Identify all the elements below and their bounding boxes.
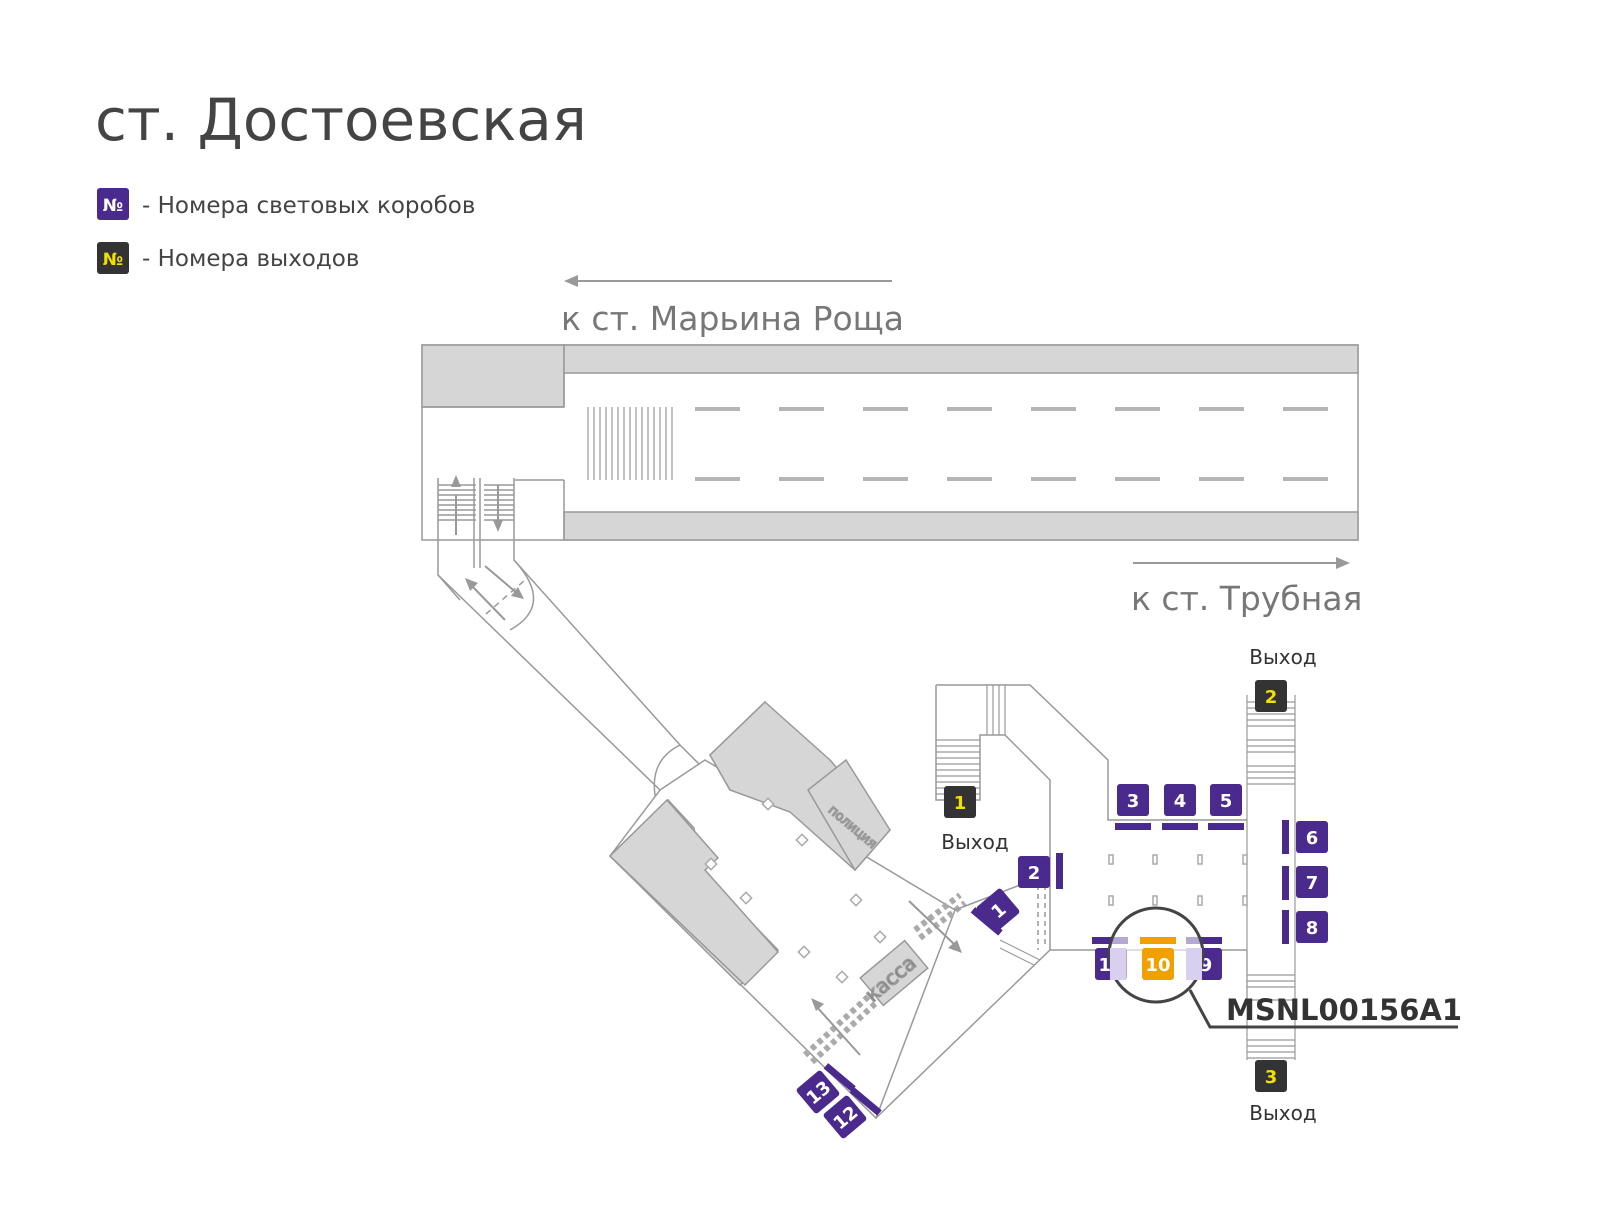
highlight-marker: 10 MSNL00156A1	[1107, 906, 1462, 1029]
svg-text:4: 4	[1174, 791, 1187, 812]
lightbox-1: 1	[976, 888, 1020, 932]
exit-badges: 1 Выход Выход 2 3 Выход	[941, 645, 1316, 1125]
platform-edge-dashes	[695, 407, 1328, 481]
svg-text:10: 10	[1145, 955, 1170, 976]
svg-text:1: 1	[954, 793, 967, 814]
svg-text:8: 8	[1306, 918, 1319, 939]
exit-2-label: Выход	[1249, 645, 1316, 669]
exit-3: 3 Выход	[1249, 1060, 1317, 1125]
exit-1: 1 Выход	[941, 786, 1009, 854]
lightbox-13: 13	[796, 1070, 840, 1114]
legend-lightbox-label: - Номера световых коробов	[142, 193, 475, 219]
highlight-bar	[1140, 937, 1176, 944]
svg-text:5: 5	[1220, 791, 1233, 812]
legend: № - Номера световых коробов № - Номера в…	[97, 188, 475, 274]
lightbox-6: 6	[1296, 821, 1328, 853]
legend-lightbox-swatch	[97, 188, 129, 220]
lightbox-12: 12	[823, 1095, 867, 1139]
svg-text:3: 3	[1127, 791, 1140, 812]
svg-text:7: 7	[1306, 873, 1319, 894]
station-title: ст. Достоевская	[95, 86, 587, 154]
direction-east-label: к ст. Трубная	[1131, 579, 1362, 618]
columns	[704, 797, 887, 984]
exit-2: Выход 2	[1249, 645, 1317, 712]
svg-text:2: 2	[1028, 863, 1041, 884]
lightbox-4: 4	[1164, 784, 1196, 816]
lightbox-10: 10	[1142, 948, 1174, 980]
legend-exit-swatch	[97, 242, 129, 274]
legend-exit-symbol: №	[103, 250, 123, 270]
exit-1-label: Выход	[941, 830, 1008, 854]
lightbox-2: 2	[1018, 856, 1050, 888]
placement-code: MSNL00156A1	[1226, 993, 1462, 1027]
exit-hall-columns	[1108, 854, 1248, 906]
lightbox-5: 5	[1210, 784, 1242, 816]
exit-3-label: Выход	[1249, 1101, 1316, 1125]
lightbox-3: 3	[1117, 784, 1149, 816]
direction-west: к ст. Марьина Роща	[561, 275, 904, 338]
lightbox-7: 7	[1296, 866, 1328, 898]
lightbox-8: 8	[1296, 911, 1328, 943]
legend-lightbox-symbol: №	[103, 196, 123, 216]
svg-text:2: 2	[1265, 687, 1278, 708]
platform	[421, 344, 1359, 541]
exit-2-3-stairs	[1246, 695, 1296, 1060]
svg-text:3: 3	[1265, 1067, 1278, 1088]
platform-stairs	[587, 407, 673, 480]
svg-text:6: 6	[1306, 828, 1319, 849]
ticket-office	[859, 939, 929, 1007]
platform-escalator	[437, 475, 707, 801]
direction-east: к ст. Трубная	[1131, 557, 1362, 618]
legend-exit-label: - Номера выходов	[142, 246, 359, 272]
direction-west-label: к ст. Марьина Роща	[561, 299, 904, 338]
